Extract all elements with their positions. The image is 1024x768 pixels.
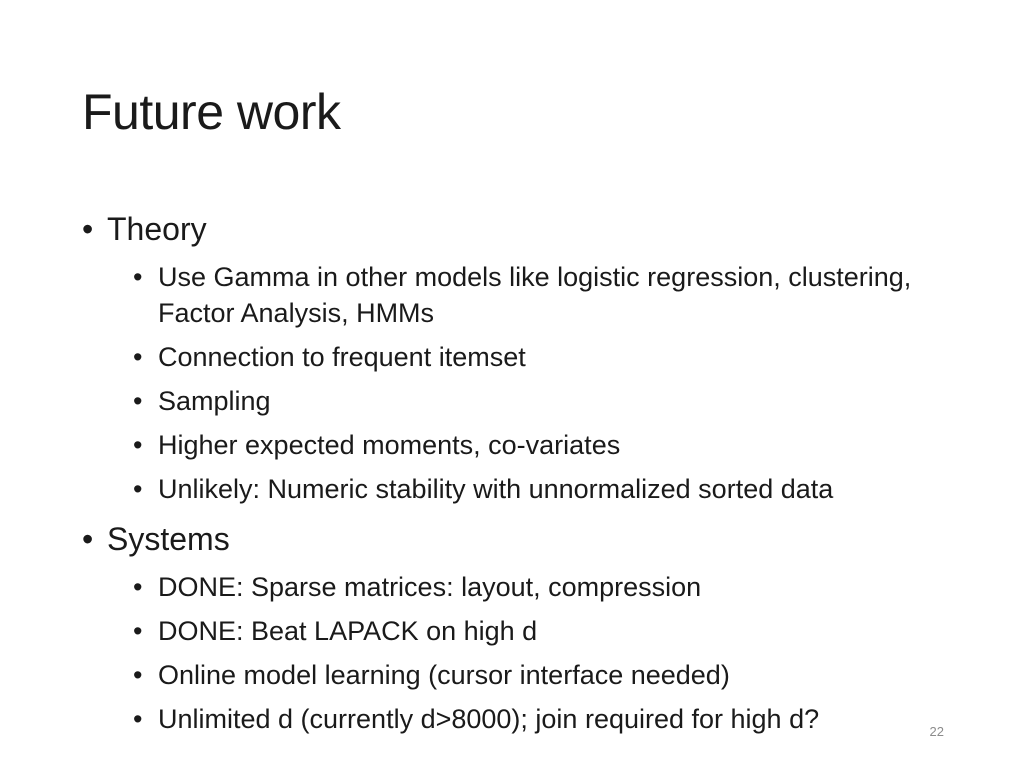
sub-bullet: Unlimited d (currently d>8000); join req… xyxy=(133,701,918,737)
sub-bullet: Connection to frequent itemset xyxy=(133,339,918,375)
page-number: 22 xyxy=(929,724,944,739)
bullet-heading-systems: Systems xyxy=(107,521,230,557)
bullet-theory: Theory xyxy=(82,205,962,253)
bullet-heading-theory: Theory xyxy=(107,211,207,247)
sub-bullet: Use Gamma in other models like logistic … xyxy=(133,259,918,331)
sub-bullet: Unlikely: Numeric stability with unnorma… xyxy=(133,471,918,507)
sub-bullet: DONE: Beat LAPACK on high d xyxy=(133,613,918,649)
bullet-content: Theory Use Gamma in other models like lo… xyxy=(82,205,962,745)
slide-title: Future work xyxy=(82,84,341,140)
theory-subitems: Use Gamma in other models like logistic … xyxy=(82,259,962,507)
sub-bullet: DONE: Sparse matrices: layout, compressi… xyxy=(133,569,918,605)
sub-bullet: Online model learning (cursor interface … xyxy=(133,657,918,693)
systems-subitems: DONE: Sparse matrices: layout, compressi… xyxy=(82,569,962,737)
sub-bullet: Higher expected moments, co-variates xyxy=(133,427,918,463)
sub-bullet: Sampling xyxy=(133,383,918,419)
bullet-systems: Systems xyxy=(82,515,962,563)
